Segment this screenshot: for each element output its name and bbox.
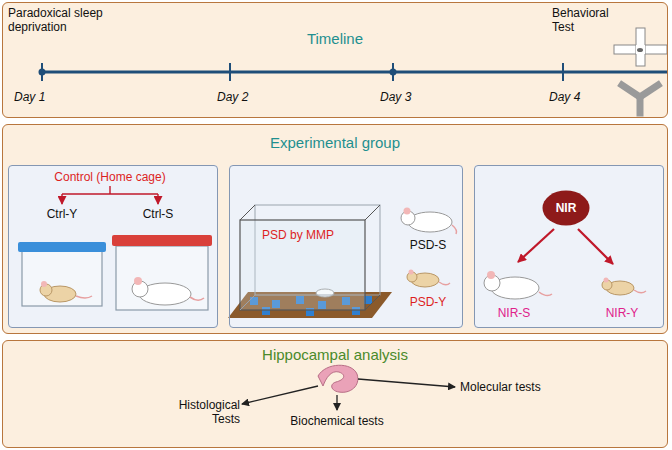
day-label: Day 4 [549,90,580,104]
group-heading: PSD by MMP [262,228,334,242]
mmp-tank [228,205,392,318]
day-label: Day 1 [14,90,45,104]
box-ground [474,165,664,328]
event-label: Behavioral Test [552,6,614,35]
timeline-panel: Timeline Paradoxical sleep deprivationDay… [2,2,668,118]
nir-arrow [518,229,613,264]
event-label: Paradoxical sleep deprivation [8,6,123,35]
panel-title: Experimental group [270,134,400,152]
rat [401,208,457,235]
group-label: Ctrl-S [143,207,174,221]
box-ground [229,165,463,328]
group-box: PSD by MMP PSD-S PSD-Y [229,165,463,328]
analysis-panel: Hippocampal analysisHistological TestsBi… [2,340,668,448]
panel-title: Hippocampal analysis [262,346,408,364]
panel-title: Timeline [307,30,363,48]
rat [484,271,552,299]
treatment-label: NIR [556,201,577,215]
panel-ground [2,124,668,334]
analysis-label: Biochemical tests [290,414,383,428]
panel-ground [2,340,668,448]
plus-maze [614,28,667,66]
analysis-arrow [242,379,455,410]
y-maze [622,85,658,113]
group-label: PSD-S [410,238,447,252]
group-bracket [62,186,158,204]
treatment-circle: NIR [542,190,590,226]
day-label: Day 3 [380,90,411,104]
analysis-label: Histological Tests [168,398,240,427]
group-heading: Control (Home cage) [54,170,165,184]
box-ground [8,165,218,328]
analysis-label: Molecular tests [460,380,541,394]
group-box: Control (Home cage) Ctrl-Y Ctrl-S [8,165,218,328]
timeline [39,63,669,81]
group-box: NIR-S NIR-Y NIR [474,165,664,328]
group-label: Ctrl-Y [47,207,78,221]
home-cage [112,235,212,310]
day-label: Day 2 [217,90,248,104]
group-panel: Experimental groupControl (Home cage) Ctr… [2,124,668,334]
home-cage [18,242,106,306]
panel-ground [2,2,668,118]
mouse [602,278,646,296]
group-label: NIR-Y [606,306,639,320]
mouse [407,270,450,288]
group-label: NIR-S [498,306,531,320]
circle-shape [543,191,590,226]
group-label: PSD-Y [410,295,447,309]
hippocampus [318,365,358,392]
